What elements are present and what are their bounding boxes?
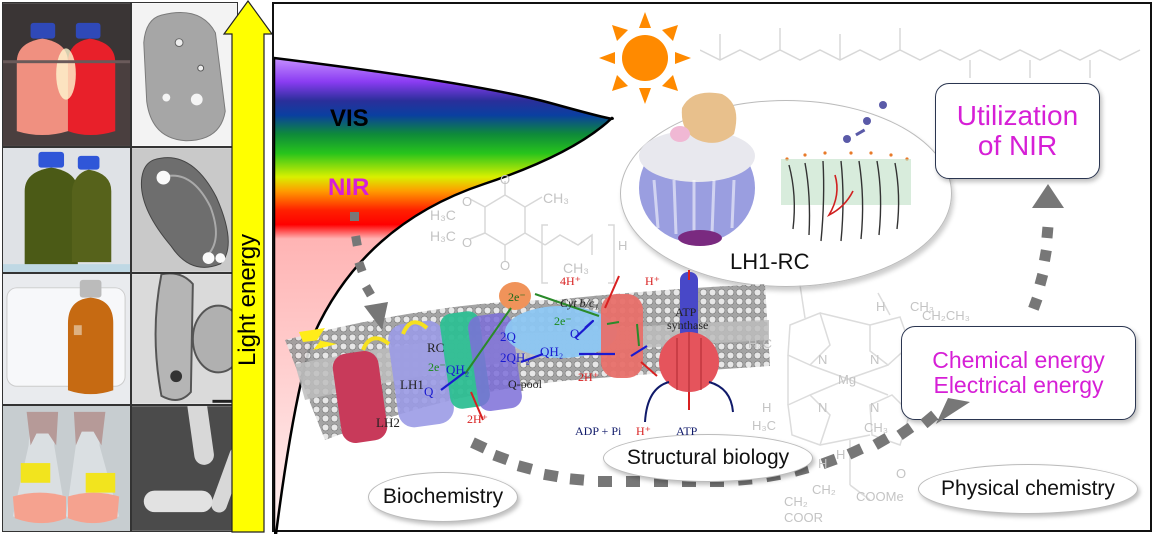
sun-icon	[599, 12, 691, 104]
physical-chemistry-pill: Physical chemistry	[918, 464, 1138, 514]
cyt-qh2-label: QH₂	[540, 344, 564, 359]
lh1-label: LH1	[400, 377, 424, 392]
lh1-rc-protein-structure	[639, 92, 755, 246]
photo-orange-culture-bottle	[2, 273, 131, 405]
bchl-h3c: H₃C	[748, 336, 773, 351]
chemical-energy-text: Chemical energy	[932, 347, 1105, 374]
energy-output-box: Chemical energy Electrical energy	[901, 326, 1136, 420]
biochemistry-label: Biochemistry	[382, 485, 504, 508]
ubq-o-2: O	[462, 194, 473, 209]
lipid-membrane-structure	[781, 101, 911, 242]
photo-image	[132, 406, 237, 531]
lh2-label: LH2	[376, 415, 400, 430]
cyt-2e-label: 2e⁻	[554, 314, 572, 328]
membrane-to-energy-arrow	[470, 398, 970, 487]
ubq-ch3-b: CH₃	[563, 260, 589, 276]
bchl-n3: N	[818, 400, 828, 415]
structural-biology-label: Structural biology	[626, 446, 790, 469]
atp-h-label: H⁺	[636, 424, 651, 438]
2qh2-label: 2QH₂	[500, 350, 530, 365]
photosynthetic-membrane-diagram	[285, 270, 770, 443]
qpool-label: Q-pool	[508, 377, 542, 391]
bchl-h3c-2: H₃C	[752, 418, 777, 433]
electrical-energy-text: Electrical energy	[933, 372, 1104, 398]
vis-label: VIS	[330, 105, 369, 132]
rc-2e-label: 2e⁻	[428, 360, 446, 374]
bchl-coome: COOMe	[856, 489, 904, 504]
photo-pink-culture-flasks	[2, 405, 131, 532]
photo-image	[3, 148, 130, 272]
biochemistry-pill: Biochemistry	[368, 472, 518, 522]
photo-cell-micrograph-3	[131, 273, 238, 405]
2q-label: 2Q	[500, 329, 516, 344]
photo-image	[3, 274, 130, 404]
cyt-bc1-label: Cyt b/c₁	[560, 296, 599, 310]
cyt-q-label: Q	[570, 326, 580, 341]
ubq-o-1: O	[500, 172, 511, 187]
carotenoid-structure	[700, 28, 1141, 78]
bchl-mg: Mg	[838, 372, 857, 387]
qh2-label: QH₂	[446, 362, 470, 377]
photo-cell-micrograph-2	[131, 147, 238, 273]
photo-image	[132, 274, 237, 404]
utilization-line-1: Utilization	[956, 99, 1079, 131]
ubq-h: H	[618, 238, 628, 253]
structural-biology-pill: Structural biology	[603, 434, 813, 482]
bchl-ch3-b: CH₃	[864, 420, 889, 435]
photo-image	[3, 406, 130, 531]
bchl-ch2-a: CH₂	[812, 482, 836, 497]
physical-chemistry-label: Physical chemistry	[941, 477, 1115, 500]
atp-synthase-label-2: synthase	[667, 318, 709, 332]
utilization-line-2: of NIR	[977, 130, 1058, 161]
atp-h-top-label: H⁺	[645, 274, 660, 288]
bchl-coor: COOR	[784, 510, 823, 525]
bacteriochlorophyll-structure	[787, 285, 911, 501]
nir-label: NIR	[328, 174, 370, 201]
ubiquinone-structure	[469, 181, 615, 284]
cyt-2h-label: 2H⁺	[578, 370, 599, 384]
utilization-of-nir-box: Utilization of NIR	[935, 83, 1100, 179]
light-energy-arrow	[222, 0, 274, 533]
ubq-h3c-2: H₃C	[430, 228, 456, 244]
rc-2h-label: 2H⁺	[467, 412, 488, 426]
nir-to-membrane-arrow	[350, 212, 388, 330]
bchl-h3: H	[818, 456, 828, 471]
adp-pi-label: ADP + Pi	[575, 424, 622, 438]
bchl-o: O	[896, 466, 907, 481]
bchl-ch3: CH₃	[910, 299, 935, 314]
bchl-n2: N	[870, 352, 880, 367]
energy-to-nir-arrow	[1028, 184, 1064, 311]
ubq-o-4: O	[500, 258, 511, 273]
bchl-ch2-b: CH₂	[784, 494, 808, 509]
photo-sem-rod-cells	[131, 405, 238, 532]
atp-label: ATP	[676, 424, 698, 438]
photo-green-bacteria-bottles	[2, 147, 131, 273]
ubq-ch3: CH₃	[543, 190, 569, 206]
bchl-n1: N	[818, 352, 828, 367]
dashed-flow-arrows	[350, 184, 1064, 487]
photo-image	[132, 3, 237, 146]
photo-image	[132, 148, 237, 272]
photo-image	[3, 3, 130, 146]
bchl-ch2ch3: CH₂CH₃	[922, 308, 970, 323]
photo-cell-micrograph-1	[131, 2, 238, 147]
bchl-h2: H	[762, 400, 772, 415]
lh1-rc-label: LH1-RC	[730, 249, 810, 274]
bchl-h1: H	[876, 299, 886, 314]
q-label: Q	[424, 384, 434, 399]
photo-red-bacteria-bottles	[2, 2, 131, 147]
bchl-h4: H	[836, 447, 846, 462]
ubq-h3c-1: H₃C	[430, 207, 456, 223]
bchl-n4: N	[870, 400, 880, 415]
electron-carrier-label: 2e⁻	[508, 290, 526, 304]
rc-label: RC	[427, 340, 445, 355]
ubq-o-3: O	[462, 235, 473, 250]
light-energy-label: Light energy	[234, 233, 261, 367]
atp-synthase-label-1: ATP	[675, 305, 697, 319]
4h-out-label: 4H⁺	[560, 274, 581, 288]
